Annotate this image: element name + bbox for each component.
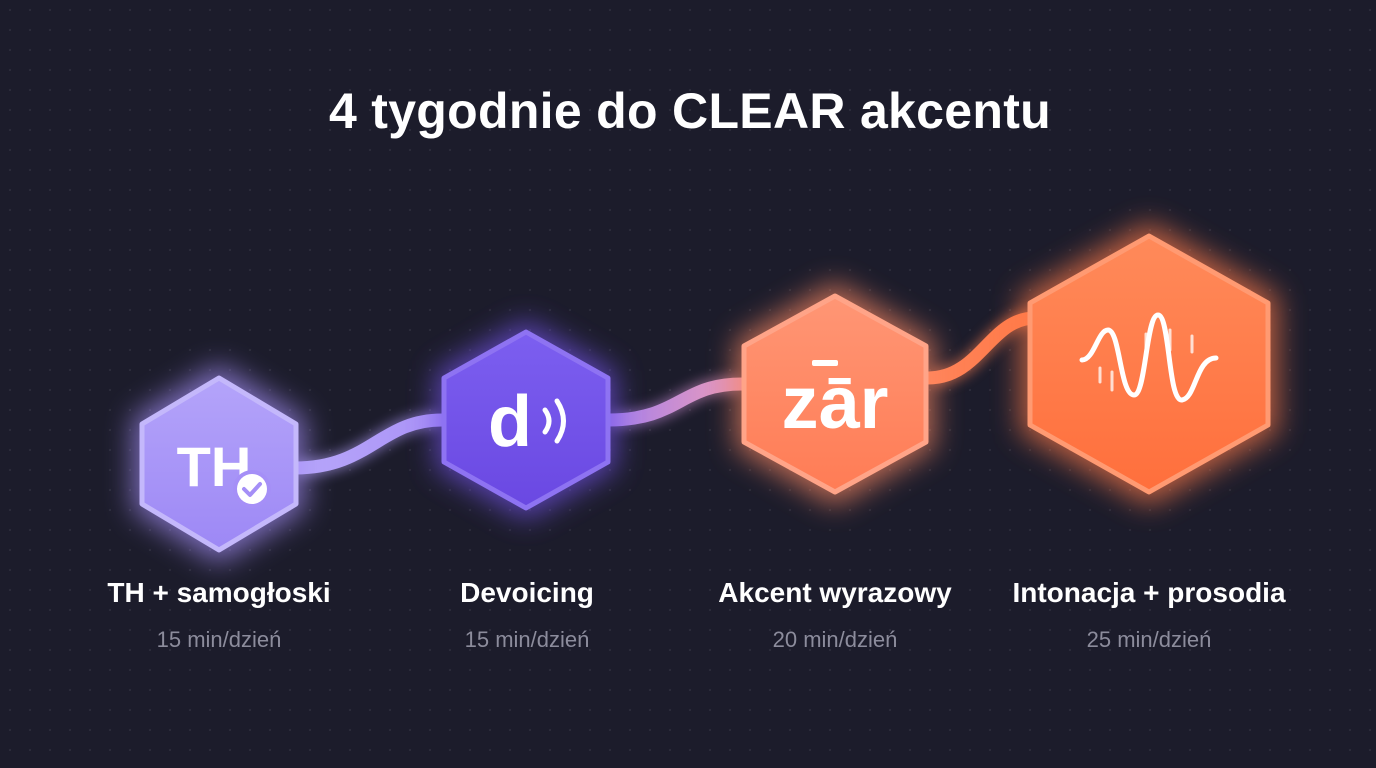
step-2-icon-text: d [488, 382, 532, 462]
sound-waves-icon [542, 398, 566, 444]
check-badge-icon [233, 470, 271, 508]
step-4-label: Intonacja + prosodia [1012, 577, 1286, 608]
step-3-node: zār [736, 282, 934, 506]
step-4-node [1020, 222, 1278, 506]
step-4-duration: 25 min/dzień [1086, 627, 1212, 652]
stress-macron-icon [812, 360, 838, 366]
step-1-duration: 15 min/dzień [156, 627, 282, 652]
step-1-label: TH + samogłoski [107, 577, 331, 608]
connector-1-2 [288, 413, 449, 475]
step-2-node: d [436, 320, 616, 520]
step-2-label: Devoicing [460, 577, 594, 608]
connector-2-3 [601, 377, 749, 427]
step-2-duration: 15 min/dzień [464, 627, 590, 652]
step-3-duration: 20 min/dzień [772, 627, 898, 652]
waveform-icon [1079, 312, 1219, 403]
step-3-label: Akcent wyrazowy [718, 577, 952, 608]
step-3-icon-text: zār [782, 361, 889, 444]
step-1-node: TH [133, 364, 305, 564]
page-title: 4 tygodnie do CLEAR akcentu [328, 83, 1052, 139]
